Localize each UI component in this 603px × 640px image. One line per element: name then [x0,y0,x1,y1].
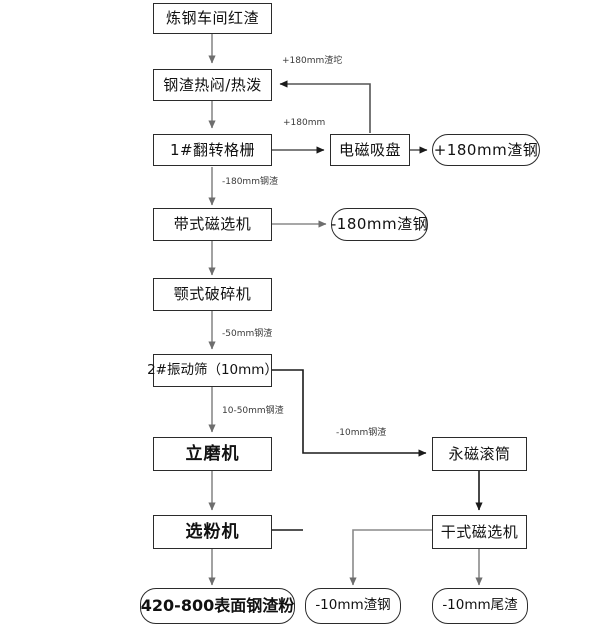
node-output-minus10mm-scrap[interactable]: -10mm渣钢 [305,588,401,624]
node-output-420-800-slag-powder[interactable]: 420-800表面钢渣粉 [140,588,295,624]
node-label: 1#翻转格栅 [169,140,256,159]
node-output-minus180mm-scrap[interactable]: -180mm渣钢 [331,208,428,241]
edge-label-plus180mm-slag-cake: +180mm渣坨 [282,56,343,66]
node-vertical-mill[interactable]: 立磨机 [153,437,272,471]
edge-label-10-50mm-slag: 10-50mm钢渣 [222,406,284,416]
node-label: 带式磁选机 [173,215,252,233]
node-belt-magnetic-separator[interactable]: 带式磁选机 [153,208,272,241]
edge-label-plus180mm: +180mm [283,118,326,128]
edge-label-minus180mm-slag: -180mm钢渣 [222,177,278,187]
node-jaw-crusher[interactable]: 颚式破碎机 [153,278,272,311]
node-label: 2#振动筛（10mm） [147,361,278,378]
node-output-plus180mm-scrap[interactable]: +180mm渣钢 [432,134,540,166]
node-slag-hot-stewing[interactable]: 钢渣热闷/热泼 [153,69,272,101]
node-dry-magnetic-separator[interactable]: 干式磁选机 [432,515,527,549]
node-label: 永磁滚筒 [448,444,511,463]
node-tipping-grate-1[interactable]: 1#翻转格栅 [153,134,272,166]
edge-n9-n12 [272,369,427,457]
node-powder-classifier[interactable]: 选粉机 [153,515,272,549]
node-label: 立磨机 [185,443,240,464]
node-label: -10mm渣钢 [315,597,391,614]
edge-label-minus50mm-slag: -50mm钢渣 [222,329,273,339]
node-label: -10mm尾渣 [442,597,518,614]
node-label: 420-800表面钢渣粉 [140,596,295,615]
node-electromagnet-chuck[interactable]: 电磁吸盘 [330,134,410,166]
node-vibrating-screen-2[interactable]: 2#振动筛（10mm） [147,354,278,387]
edge-n13-n15 [349,529,432,586]
edge-label-minus10mm-slag: -10mm钢渣 [336,428,387,438]
node-label small: -180mm渣钢 [330,215,429,233]
node-output-minus10mm-tailings[interactable]: -10mm尾渣 [432,588,528,624]
node-steelmaking-red-slag[interactable]: 炼钢车间红渣 [153,3,272,34]
node-label: +180mm渣钢 [433,140,539,159]
node-label: 钢渣热闷/热泼 [163,75,262,94]
node-label: 选粉机 [185,521,240,542]
node-label: 炼钢车间红渣 [165,9,259,27]
node-permanent-magnet-drum[interactable]: 永磁滚筒 [432,437,527,471]
node-label: 颚式破碎机 [173,285,252,303]
node-label: 电磁吸盘 [338,140,401,159]
node-label small: 干式磁选机 [440,522,519,541]
